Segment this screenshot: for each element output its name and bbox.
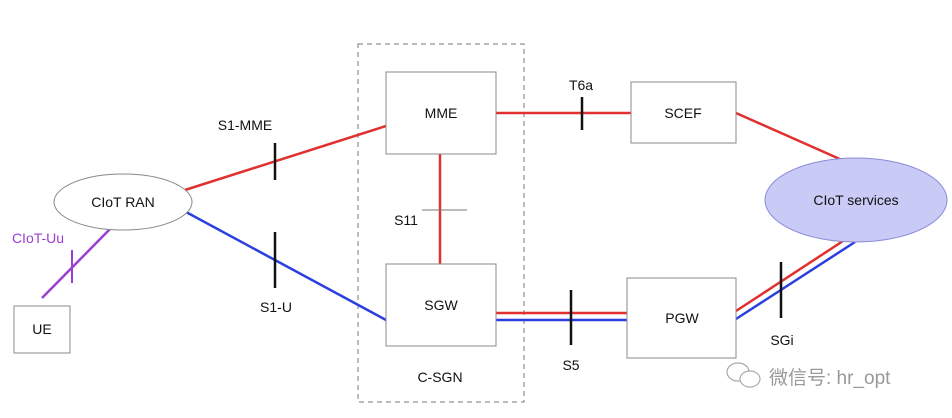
pgw-label: PGW	[665, 310, 699, 326]
ciot-ran-node	[53, 173, 193, 231]
sgi-user-link	[735, 240, 856, 321]
wechat-icon	[726, 362, 761, 388]
ciot-ran-label: CIoT RAN	[91, 194, 155, 210]
sgi-control-link	[735, 239, 844, 313]
sgw-label: SGW	[424, 297, 458, 313]
ciot-services-label: CIoT services	[813, 192, 898, 208]
t6a-label: T6a	[569, 77, 593, 93]
scef-node	[630, 81, 737, 144]
watermark-text: 微信号: hr_opt	[769, 367, 891, 389]
ciot-uu-label: CIoT-Uu	[12, 230, 64, 246]
scef-services-link	[735, 111, 843, 162]
c-sgn-boundary	[357, 43, 525, 403]
scef-label: SCEF	[664, 105, 701, 121]
ue-label: UE	[32, 321, 51, 337]
pgw-node	[626, 277, 737, 359]
sgw-node	[385, 263, 497, 347]
sgi-label: SGi	[770, 332, 793, 348]
ciot-uu-link	[41, 228, 111, 299]
c-sgn-label: C-SGN	[417, 369, 462, 385]
s1-u-label: S1-U	[260, 299, 292, 315]
s5-label: S5	[562, 357, 579, 373]
s1-mme-link	[184, 124, 387, 192]
mme-label: MME	[425, 105, 458, 121]
ue-node	[13, 305, 71, 354]
ciot-services-node	[764, 157, 948, 243]
s11-label: S11	[394, 212, 418, 228]
s1-mme-label: S1-MME	[218, 117, 272, 133]
mme-node	[385, 71, 497, 155]
s1-u-link	[185, 210, 387, 322]
